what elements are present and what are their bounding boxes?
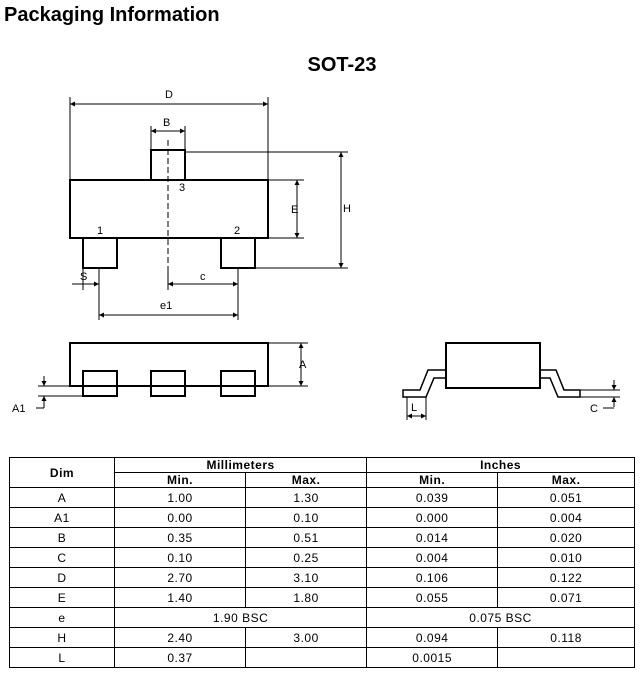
table-cell-in-bsc: 0.075 BSC [366, 607, 635, 628]
table-cell-in-min: 0.055 [366, 587, 499, 608]
table-cell-in-min: 0.014 [366, 527, 499, 548]
table-cell-dim: B [9, 527, 115, 548]
table-cell-mm-max: 3.00 [244, 627, 368, 648]
label-pin2: 2 [234, 225, 240, 237]
table-cell-in-min: 0.039 [366, 487, 499, 508]
table-cell-dim: C [9, 547, 115, 568]
package-name: SOT-23 [307, 54, 377, 76]
table-cell-dim: A [9, 487, 115, 508]
side-lead-1 [82, 370, 118, 397]
table-cell-mm-min: 0.35 [114, 527, 246, 548]
table-cell-mm-min: 2.40 [114, 627, 246, 648]
table-cell-mm-max: 1.80 [244, 587, 368, 608]
side-lead-3 [220, 370, 256, 397]
table-cell-in-max: 0.020 [497, 527, 635, 548]
table-cell-mm-min: 0.10 [114, 547, 246, 568]
table-cell-mm-max: 0.51 [244, 527, 368, 548]
label-d: D [165, 89, 173, 101]
side-lead-2 [150, 370, 186, 397]
table-cell-mm-min: 1.40 [114, 587, 246, 608]
end-view-labels: L C [411, 402, 598, 415]
table-cell-mm-bsc: 1.90 BSC [113, 607, 368, 628]
table-cell-dim: E [9, 587, 115, 608]
label-a1: A1 [12, 403, 25, 415]
end-lead-left [402, 369, 446, 398]
lead-2 [220, 237, 256, 269]
label-s: S [80, 271, 87, 283]
table-cell-mm-max: 3.10 [244, 567, 368, 588]
table-cell-in-max [497, 647, 635, 668]
table-cell-dim: L [9, 647, 115, 668]
table-cell-mm-min: 2.70 [114, 567, 246, 588]
col-dim-header: Dim [9, 457, 115, 488]
label-pin1: 1 [97, 225, 103, 237]
table-cell-in-min: 0.106 [366, 567, 499, 588]
col-mm-header: Millimeters [113, 457, 368, 473]
table-cell-mm-min: 0.37 [114, 647, 246, 668]
table-cell-in-min: 0.000 [366, 507, 499, 528]
table-cell-mm-min: 1.00 [114, 487, 246, 508]
table-cell-in-max: 0.122 [497, 567, 635, 588]
end-view [402, 342, 620, 420]
top-view-labels: D B 3 1 2 E H S c e1 [80, 89, 351, 312]
label-c-small: c [200, 271, 206, 283]
table-cell-mm-max [244, 647, 368, 668]
table-cell-in-max: 0.010 [497, 547, 635, 568]
end-lead-right [540, 369, 581, 398]
table-cell-in-max: 0.118 [497, 627, 635, 648]
side-view [36, 342, 308, 409]
label-e: E [291, 204, 298, 216]
table-cell-dim: D [9, 567, 115, 588]
label-c-big: C [590, 403, 598, 415]
side-body [69, 342, 269, 387]
label-b: B [163, 117, 170, 129]
label-pin3: 3 [179, 182, 185, 194]
table-cell-in-min: 0.0015 [366, 647, 499, 668]
label-h: H [343, 203, 351, 215]
table-cell-in-max: 0.051 [497, 487, 635, 508]
col-in-min: Min. [366, 472, 499, 488]
table-cell-in-max: 0.004 [497, 507, 635, 528]
table-cell-in-min: 0.004 [366, 547, 499, 568]
table-cell-in-min: 0.094 [366, 627, 499, 648]
label-a: A [299, 359, 307, 371]
col-in-max: Max. [497, 472, 635, 488]
col-mm-max: Max. [244, 472, 368, 488]
lead-1 [82, 237, 118, 269]
table-cell-mm-max: 0.10 [244, 507, 368, 528]
table-cell-mm-max: 0.25 [244, 547, 368, 568]
col-mm-min: Min. [114, 472, 246, 488]
table-cell-in-max: 0.071 [497, 587, 635, 608]
side-view-labels: A A1 [12, 359, 307, 415]
table-cell-mm-min: 0.00 [114, 507, 246, 528]
table-cell-mm-max: 1.30 [244, 487, 368, 508]
table-cell-dim: A1 [9, 507, 115, 528]
label-e1: e1 [160, 300, 172, 312]
table-cell-dim: H [9, 627, 115, 648]
label-l: L [411, 402, 417, 414]
top-view [69, 97, 348, 320]
page-title: Packaging Information [4, 4, 220, 26]
package-drawing: D B 3 1 2 E H S c e1 A A1 [12, 89, 620, 420]
dimensions-table: Dim Millimeters Inches Min. Max. Min. Ma… [9, 457, 635, 668]
col-in-header: Inches [366, 457, 635, 473]
table-cell-dim: e [9, 607, 115, 628]
end-body [445, 342, 541, 389]
